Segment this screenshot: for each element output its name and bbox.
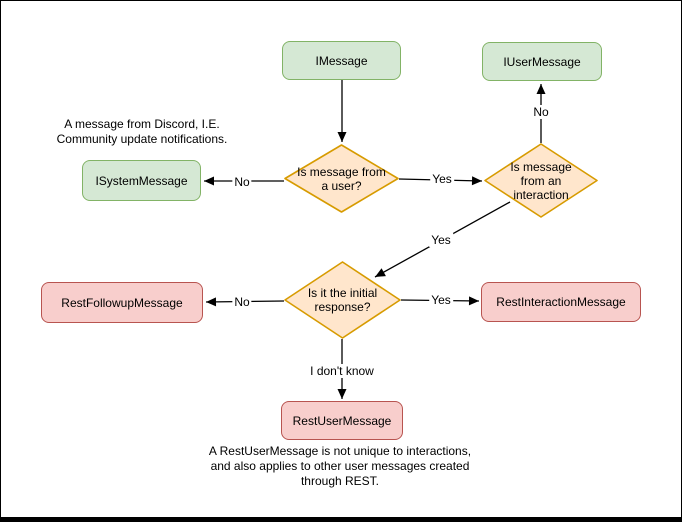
node-restinteractionmessage: RestInteractionMessage	[481, 282, 641, 322]
node-iusermessage: IUserMessage	[482, 42, 602, 81]
edge-label-yes: Yes	[429, 293, 453, 307]
decision-label: Is message from an interaction	[510, 159, 572, 202]
diamond-shape-icon	[484, 143, 598, 218]
node-imessage: IMessage	[282, 41, 401, 80]
annotation-restusermessage-note: A RestUserMessage is not unique to inter…	[208, 444, 472, 488]
diamond-shape-icon	[284, 144, 399, 213]
decision-is-message-from-interaction: Is message from an interaction	[484, 143, 598, 218]
edge-label-yes: Yes	[430, 172, 454, 186]
node-restusermessage: RestUserMessage	[281, 401, 403, 440]
decision-is-message-from-user: Is message from a user?	[284, 144, 399, 213]
node-restfollowupmessage: RestFollowupMessage	[41, 282, 203, 323]
decision-is-initial-response: Is it the initial response?	[284, 261, 401, 339]
edge-label-no: No	[531, 105, 551, 119]
node-isystemmessage: ISystemMessage	[82, 160, 201, 201]
decision-label: Is it the initial response?	[307, 286, 378, 314]
decision-label: Is message from a user?	[297, 164, 386, 193]
edge-label-no: No	[232, 175, 252, 189]
edge-label-no: No	[232, 295, 252, 309]
diamond-shape-icon	[284, 261, 401, 339]
edge-label-yes: Yes	[429, 233, 453, 247]
edge-label-i-dont-know: I don't know	[308, 364, 376, 378]
annotation-system-message-note: A message from Discord, I.E. Community u…	[56, 117, 228, 146]
